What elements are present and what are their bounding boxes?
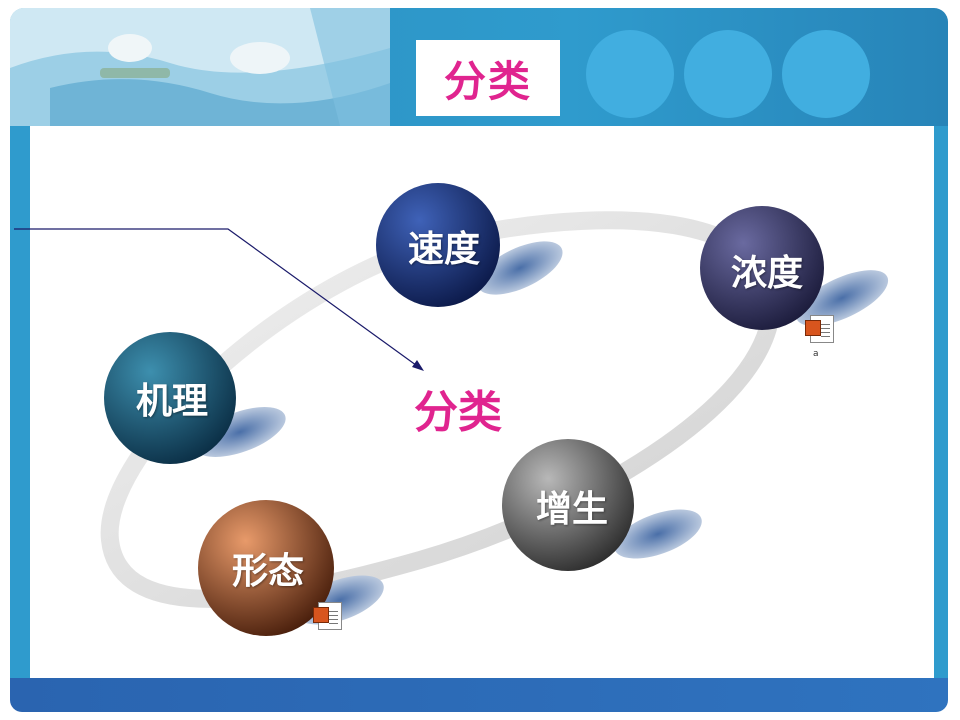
proliferation-node bbox=[502, 439, 634, 571]
mechanism-label: 机理 bbox=[136, 381, 209, 422]
decorative-circle bbox=[684, 30, 772, 118]
decorative-circle bbox=[586, 30, 674, 118]
header-photo bbox=[10, 8, 390, 126]
speed-label: 速度 bbox=[408, 229, 481, 270]
powerpoint-file-icon[interactable] bbox=[313, 602, 342, 630]
node-shadow bbox=[194, 407, 286, 457]
center-label: 分类 bbox=[414, 387, 502, 438]
icon-caption: a bbox=[813, 349, 819, 359]
left-border bbox=[10, 126, 30, 686]
morphology-node bbox=[198, 500, 334, 636]
concentration-node bbox=[700, 206, 824, 330]
arrowhead bbox=[412, 360, 424, 371]
page-title: 分类 bbox=[443, 56, 532, 106]
connector-line bbox=[14, 228, 421, 369]
morphology-label: 形态 bbox=[232, 551, 305, 592]
concentration-label: 浓度 bbox=[731, 253, 804, 294]
title-box: 分类 bbox=[416, 40, 560, 116]
surgery-photo-illustration bbox=[10, 8, 390, 126]
powerpoint-file-icon[interactable] bbox=[805, 315, 834, 343]
speed-node bbox=[376, 183, 500, 307]
node-shadow bbox=[614, 509, 702, 559]
right-border bbox=[934, 126, 948, 686]
mechanism-node bbox=[104, 332, 236, 464]
node-shadow bbox=[795, 270, 889, 326]
proliferation-label: 增生 bbox=[536, 489, 609, 530]
bottom-band bbox=[10, 678, 948, 712]
node-shadow bbox=[477, 241, 563, 295]
decorative-circle bbox=[782, 30, 870, 118]
